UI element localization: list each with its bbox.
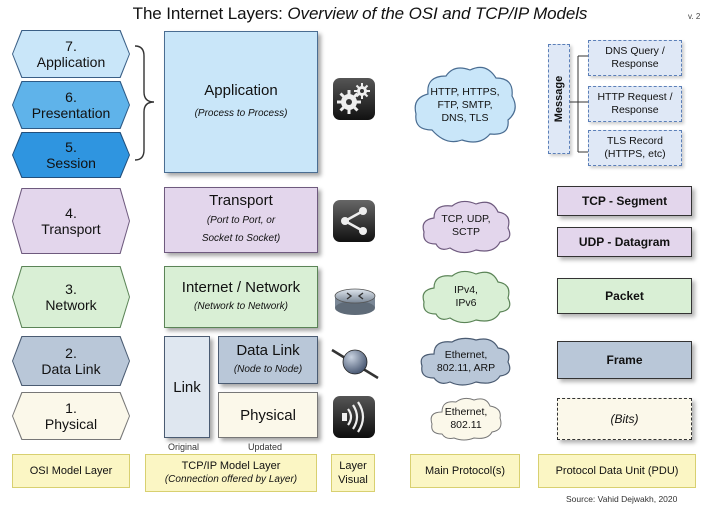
protocol-physical-line1: Ethernet, bbox=[444, 406, 488, 418]
router-icon bbox=[333, 280, 377, 316]
osi-layer-2-num: 2. bbox=[65, 345, 77, 361]
osi-layer-2: 2. Data Link bbox=[12, 336, 130, 386]
osi-layer-5-name: Session bbox=[46, 155, 96, 171]
protocol-transport-line1: TCP, UDP, bbox=[441, 213, 491, 225]
footer-visual-line2: Visual bbox=[338, 474, 368, 486]
tcpip-internet-name: Internet / Network bbox=[181, 278, 301, 296]
pdu-message-item-tls: TLS Record (HTTPS, etc) bbox=[588, 130, 682, 166]
protocol-network-line2: IPv6 bbox=[455, 297, 477, 309]
osi-layer-6-name: Presentation bbox=[31, 105, 111, 121]
source-credit: Source: Vahid Dejwakh, 2020 bbox=[566, 494, 678, 504]
pdu-dns-line2: Response bbox=[611, 58, 659, 70]
pdu-packet: Packet bbox=[557, 278, 692, 314]
tcpip-transport-name: Transport bbox=[209, 192, 273, 209]
tcpip-internet-box: Internet / Network (Network to Network) bbox=[164, 266, 318, 328]
pdu-tls-line2: (HTTPS, etc) bbox=[604, 148, 666, 160]
bracket-icon bbox=[134, 45, 155, 161]
tcpip-transport-desc-2: Socket to Socket) bbox=[201, 233, 281, 244]
pdu-message-item-dns: DNS Query / Response bbox=[588, 40, 682, 76]
footer-osi-text: OSI Model Layer bbox=[29, 465, 113, 477]
signal-icon bbox=[333, 396, 375, 438]
osi-layer-4-name: Transport bbox=[41, 221, 101, 237]
pdu-bits: (Bits) bbox=[557, 398, 692, 440]
tcpip-physical-box: Physical bbox=[218, 392, 318, 438]
osi-layer-6: 6. Presentation bbox=[12, 81, 130, 129]
osi-layer-7-name: Application bbox=[36, 54, 106, 70]
protocol-cloud-physical: Ethernet, 802.11 bbox=[428, 396, 504, 442]
osi-layer-7-num: 7. bbox=[65, 38, 77, 54]
version-label: v. 2 bbox=[688, 12, 701, 21]
protocol-datalink-line2: 802.11, ARP bbox=[436, 362, 496, 374]
tcpip-datalink-name: Data Link bbox=[236, 341, 300, 359]
tcpip-transport-desc-1: (Port to Port, or bbox=[206, 215, 276, 226]
osi-layer-4-num: 4. bbox=[65, 205, 77, 221]
footer-tcpip-line2: (Connection offered by Layer) bbox=[164, 474, 298, 485]
osi-layer-3: 3. Network bbox=[12, 266, 130, 328]
footer-protocols-text: Main Protocol(s) bbox=[424, 465, 506, 477]
osi-layer-3-name: Network bbox=[45, 297, 97, 313]
share-icon bbox=[333, 200, 375, 242]
tcpip-transport-box: Transport (Port to Port, or Socket to So… bbox=[164, 187, 318, 253]
protocol-app-line2: FTP, SMTP, bbox=[437, 98, 493, 111]
footer-pdu-label: Protocol Data Unit (PDU) bbox=[538, 454, 696, 488]
pdu-tls-line1: TLS Record bbox=[606, 135, 664, 147]
pdu-message-box: Message bbox=[548, 44, 570, 154]
pdu-http-line2: Response bbox=[611, 104, 659, 116]
footer-protocols-label: Main Protocol(s) bbox=[410, 454, 520, 488]
pdu-message-label: Message bbox=[553, 75, 566, 123]
protocol-app-line1: HTTP, HTTPS, bbox=[430, 85, 500, 98]
pdu-frame: Frame bbox=[557, 341, 692, 379]
osi-layer-5-num: 5. bbox=[65, 139, 77, 155]
footer-tcpip-line1: TCP/IP Model Layer bbox=[181, 460, 281, 472]
protocol-network-line1: IPv4, bbox=[454, 284, 478, 296]
protocol-app-line3: DNS, TLS bbox=[441, 111, 489, 124]
tcpip-application-desc: (Process to Process) bbox=[194, 107, 288, 119]
pdu-tcp-segment: TCP - Segment bbox=[557, 186, 692, 216]
pdu-udp-datagram: UDP - Datagram bbox=[557, 227, 692, 257]
osi-layer-1: 1. Physical bbox=[12, 392, 130, 440]
pdu-dns-line1: DNS Query / bbox=[605, 45, 665, 57]
pdu-message-item-http: HTTP Request / Response bbox=[588, 86, 682, 122]
osi-layer-6-num: 6. bbox=[65, 89, 77, 105]
protocol-datalink-line1: Ethernet, bbox=[444, 349, 488, 361]
title-plain: The Internet Layers: bbox=[132, 4, 283, 23]
protocol-transport-line2: SCTP bbox=[451, 226, 480, 238]
tcpip-physical-name: Physical bbox=[240, 406, 296, 424]
osi-layer-2-name: Data Link bbox=[41, 361, 101, 377]
page-title: The Internet Layers: Overview of the OSI… bbox=[0, 4, 720, 24]
osi-layer-4: 4. Transport bbox=[12, 188, 130, 254]
footer-visual-label: Layer Visual bbox=[331, 454, 375, 492]
protocol-cloud-transport: TCP, UDP, SCTP bbox=[418, 196, 514, 256]
tcpip-link-box: Link bbox=[164, 336, 210, 438]
title-italic: Overview of the OSI and TCP/IP Models bbox=[287, 4, 588, 23]
footer-osi-label: OSI Model Layer bbox=[12, 454, 130, 488]
osi-layer-1-name: Physical bbox=[44, 416, 98, 432]
label-updated: Updated bbox=[248, 442, 283, 452]
message-connector-icon bbox=[570, 55, 588, 153]
tcpip-datalink-desc: (Node to Node) bbox=[233, 363, 303, 375]
tcpip-datalink-box: Data Link (Node to Node) bbox=[218, 336, 318, 384]
protocol-cloud-network: IPv4, IPv6 bbox=[418, 268, 514, 326]
gears-icon bbox=[333, 78, 375, 120]
osi-layer-1-num: 1. bbox=[65, 400, 77, 416]
label-original: Original bbox=[168, 442, 200, 452]
footer-visual-line1: Layer bbox=[339, 460, 367, 472]
footer-tcpip-label: TCP/IP Model Layer (Connection offered b… bbox=[145, 454, 317, 492]
tcpip-application-box: Application (Process to Process) bbox=[164, 31, 318, 173]
network-node-icon bbox=[330, 340, 380, 384]
tcpip-internet-desc: (Network to Network) bbox=[194, 300, 288, 312]
protocol-cloud-application: HTTP, HTTPS, FTP, SMTP, DNS, TLS bbox=[410, 60, 520, 150]
osi-layer-3-num: 3. bbox=[65, 281, 77, 297]
footer-pdu-text: Protocol Data Unit (PDU) bbox=[555, 465, 679, 477]
pdu-http-line1: HTTP Request / bbox=[597, 91, 673, 103]
osi-layer-5: 5. Session bbox=[12, 132, 130, 178]
osi-layer-7: 7. Application bbox=[12, 30, 130, 78]
tcpip-link-name: Link bbox=[173, 378, 201, 396]
protocol-cloud-datalink: Ethernet, 802.11, ARP bbox=[416, 336, 516, 388]
tcpip-application-name: Application bbox=[204, 81, 278, 99]
protocol-physical-line2: 802.11 bbox=[450, 419, 482, 431]
